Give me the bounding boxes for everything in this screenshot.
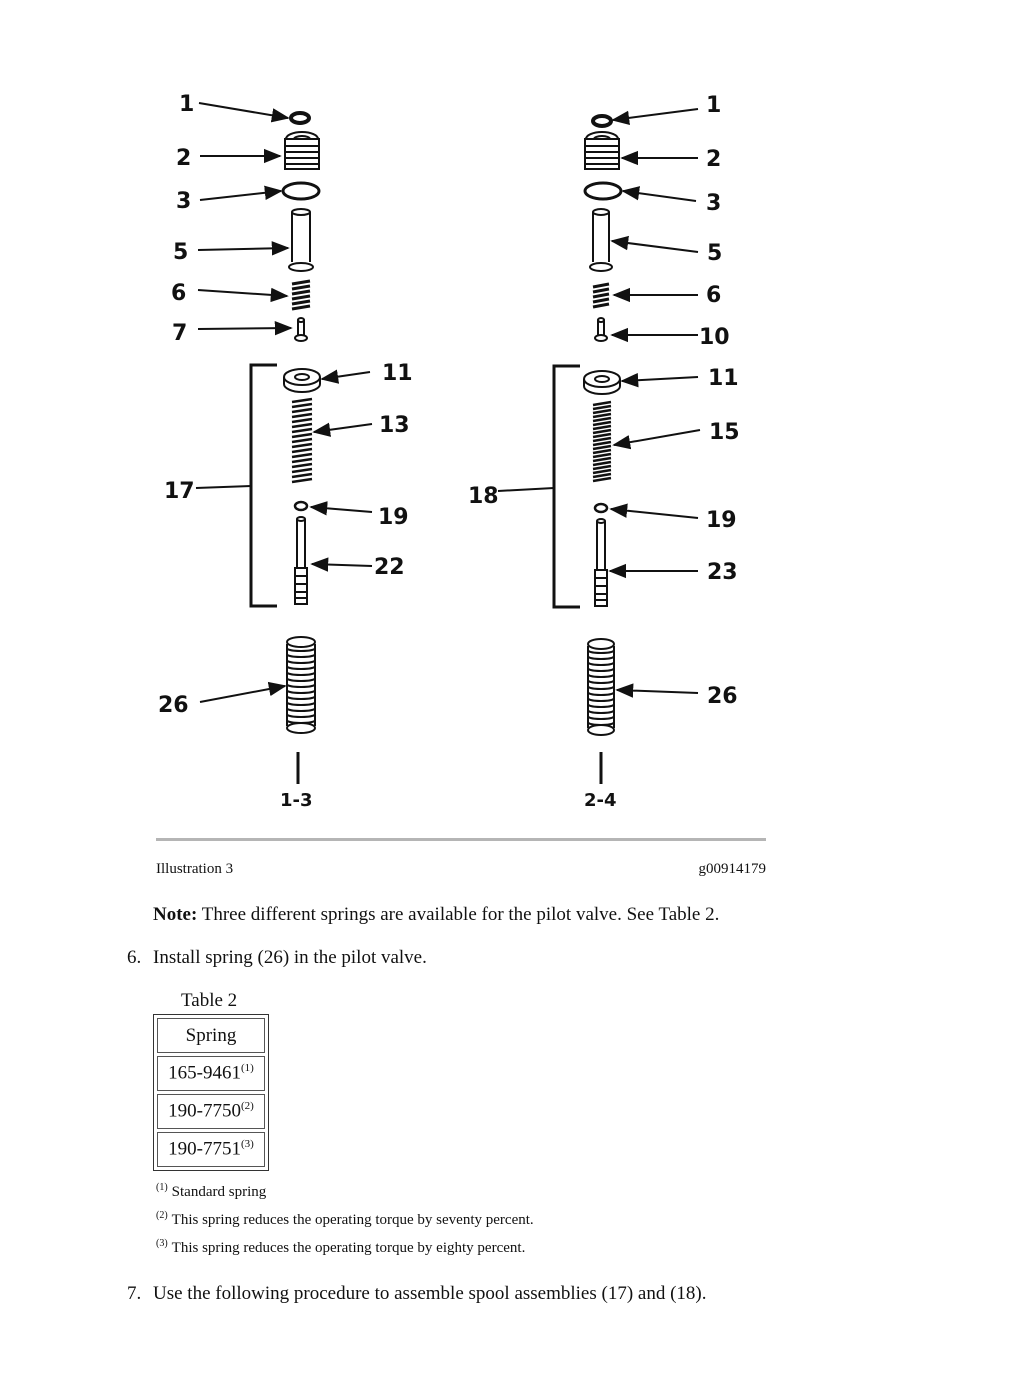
left-part-26-spring (286, 636, 316, 734)
note-label: Note: (153, 904, 198, 925)
right-part-11-retainer (583, 370, 621, 395)
footnote-ref: (3) (241, 1138, 254, 1151)
step-number: 7. (127, 1283, 142, 1304)
left-part-19-clip (293, 500, 309, 512)
note-paragraph: Note: Three different springs are availa… (153, 904, 719, 926)
footnote-text: This spring reduces the operating torque… (171, 1240, 526, 1256)
table-cell: 165-9461(1) (157, 1056, 265, 1091)
table-header-spring: Spring (157, 1018, 265, 1053)
left-label-22: 22 (374, 555, 405, 580)
right-label-2: 2 (706, 147, 721, 172)
left-part-1-seal (289, 111, 311, 125)
step-text: Install spring (26) in the pilot valve. (153, 947, 427, 968)
right-label-1: 1 (706, 93, 721, 118)
left-bracket-17 (249, 363, 277, 608)
left-part-11-retainer (283, 368, 321, 393)
table-row: 190-7750(2) (157, 1094, 265, 1129)
left-label-6: 6 (171, 281, 186, 306)
table-cell: 190-7751(3) (157, 1132, 265, 1167)
footnote-2: (2)This spring reduces the operating tor… (156, 1210, 534, 1229)
spring-table: Spring 165-9461(1) 190-7750(2) 190-7751(… (153, 1014, 269, 1171)
table-cell: 190-7750(2) (157, 1094, 265, 1129)
left-part-22-spool (294, 516, 308, 605)
graphic-id: g00914179 (698, 861, 767, 877)
right-part-6-spring (592, 282, 610, 309)
right-label-11: 11 (708, 366, 739, 391)
right-part-26-spring (587, 638, 615, 736)
illustration-caption: Illustration 3 (156, 861, 234, 877)
right-part-2-plug (584, 131, 620, 170)
right-label-5: 5 (707, 241, 722, 266)
right-label-23: 23 (707, 560, 738, 585)
left-label-7: 7 (172, 321, 187, 346)
right-part-23-spool (594, 518, 608, 607)
part-number: 165-9461 (168, 1062, 241, 1084)
right-label-15: 15 (709, 420, 740, 445)
footnote-text: This spring reduces the operating torque… (171, 1212, 534, 1228)
footnote-3: (3)This spring reduces the operating tor… (156, 1238, 525, 1257)
left-assembly (249, 111, 321, 784)
table-row: 165-9461(1) (157, 1056, 265, 1091)
right-label-26: 26 (707, 684, 738, 709)
left-label-1: 1 (179, 92, 194, 117)
figure-divider (156, 838, 766, 841)
left-label-26: 26 (158, 693, 189, 718)
table-header-row: Spring (157, 1018, 265, 1053)
footnote-ref: (2) (241, 1100, 254, 1113)
left-part-3-oring (281, 181, 321, 201)
step-text: Use the following procedure to assemble … (153, 1283, 707, 1304)
right-label-3: 3 (706, 191, 721, 216)
right-part-1-seal (591, 114, 613, 128)
left-label-19: 19 (378, 505, 409, 530)
left-label-17: 17 (164, 479, 195, 504)
right-label-19: 19 (706, 508, 737, 533)
right-part-3-oring (583, 181, 623, 201)
left-label-5: 5 (173, 240, 188, 265)
right-label-18: 18 (468, 484, 499, 509)
footnote-text: Standard spring (171, 1184, 267, 1200)
right-part-15-spring (592, 400, 612, 483)
left-label-3: 3 (176, 189, 191, 214)
left-part-2-plug (284, 131, 320, 170)
left-label-11: 11 (382, 361, 413, 386)
left-part-5-sleeve (288, 208, 314, 272)
part-number: 190-7751 (168, 1138, 241, 1160)
step-6: 6. Install spring (26) in the pilot valve… (127, 947, 427, 969)
right-part-5-sleeve (589, 208, 613, 272)
footnote-marker: (1) (156, 1182, 168, 1193)
footnote-marker: (3) (156, 1238, 168, 1249)
left-label-13: 13 (379, 413, 410, 438)
right-assembly (552, 114, 623, 784)
step-7: 7. Use the following procedure to assembl… (127, 1283, 707, 1305)
right-part-10-pin (594, 317, 608, 342)
table-row: 190-7751(3) (157, 1132, 265, 1167)
footnote-marker: (2) (156, 1210, 168, 1221)
right-part-19-clip (593, 502, 609, 514)
footnote-1: (1)Standard spring (156, 1182, 266, 1201)
left-part-7-pin (294, 317, 308, 342)
right-bottom-label: 2-4 (584, 790, 617, 811)
right-label-6: 6 (706, 283, 721, 308)
footnote-ref: (1) (241, 1062, 254, 1075)
note-text: Three different springs are available fo… (201, 904, 720, 925)
table-title: Table 2 (181, 990, 238, 1011)
exploded-view-diagram: 1 2 3 5 6 7 11 13 17 19 22 26 1-3 1 2 3 … (158, 92, 740, 811)
right-label-10: 10 (699, 325, 730, 350)
part-number: 190-7750 (168, 1100, 241, 1122)
left-part-6-spring (291, 279, 311, 311)
step-number: 6. (127, 947, 142, 968)
left-label-2: 2 (176, 146, 191, 171)
left-bottom-label: 1-3 (280, 790, 313, 811)
right-bracket-18 (552, 364, 580, 609)
left-part-13-spring (291, 397, 313, 484)
